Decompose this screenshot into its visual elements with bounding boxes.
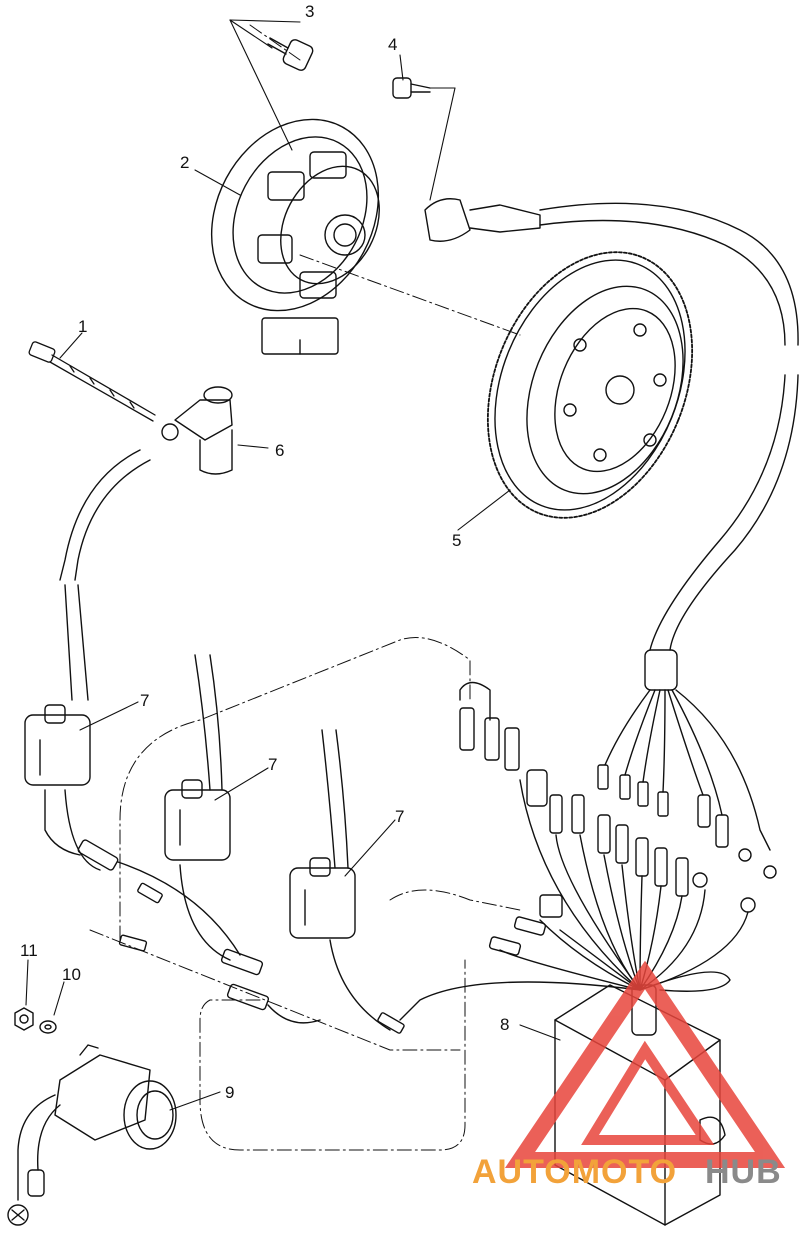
hex-nut xyxy=(14,1007,34,1031)
callout-7-a: 7 xyxy=(140,691,149,710)
callout-7-c: 7 xyxy=(395,807,404,826)
watermark-text-part-a: AUTOMOTO xyxy=(472,1153,677,1191)
callout-7-b: 7 xyxy=(268,755,277,774)
callout-5: 5 xyxy=(452,531,461,550)
ignition-coil-2 xyxy=(164,654,231,961)
logo-triangle-inner xyxy=(581,1040,715,1145)
stator-lead xyxy=(644,374,799,691)
lock-washer xyxy=(39,1020,57,1034)
cable-tie xyxy=(28,341,156,422)
ignition-coil-1 xyxy=(24,704,101,871)
leader-lines xyxy=(25,19,561,1111)
callout-8: 8 xyxy=(500,1015,509,1034)
high-tension-lead xyxy=(59,449,151,701)
callout-9: 9 xyxy=(225,1083,234,1102)
callout-10: 10 xyxy=(62,965,81,984)
stator-assembly xyxy=(210,118,380,355)
callout-1: 1 xyxy=(78,317,87,336)
bolt-small xyxy=(392,77,431,99)
callout-4: 4 xyxy=(388,35,397,54)
harness-bracket xyxy=(424,198,799,346)
callout-3: 3 xyxy=(305,2,314,21)
starter-solenoid xyxy=(7,1044,177,1226)
callout-11: 11 xyxy=(20,941,38,960)
bolt-large xyxy=(267,37,314,71)
callout-2: 2 xyxy=(180,153,189,172)
watermark-text-part-b: HUB xyxy=(705,1153,782,1191)
watermark-logo-icon xyxy=(504,960,786,1168)
watermark: AUTOMOTO HUB xyxy=(472,960,786,1191)
flywheel xyxy=(486,251,694,519)
spark-plug-cap xyxy=(161,386,233,475)
logo-triangle-outer xyxy=(504,960,786,1168)
routing-path-lines xyxy=(89,24,521,1151)
ignition-coil-3 xyxy=(289,729,391,1031)
bullet-connectors xyxy=(77,839,405,1034)
callout-6: 6 xyxy=(275,441,284,460)
wire-harness xyxy=(399,681,777,1021)
callout-labels: 1 2 3 4 5 6 7 7 7 8 9 10 11 xyxy=(20,2,509,1102)
